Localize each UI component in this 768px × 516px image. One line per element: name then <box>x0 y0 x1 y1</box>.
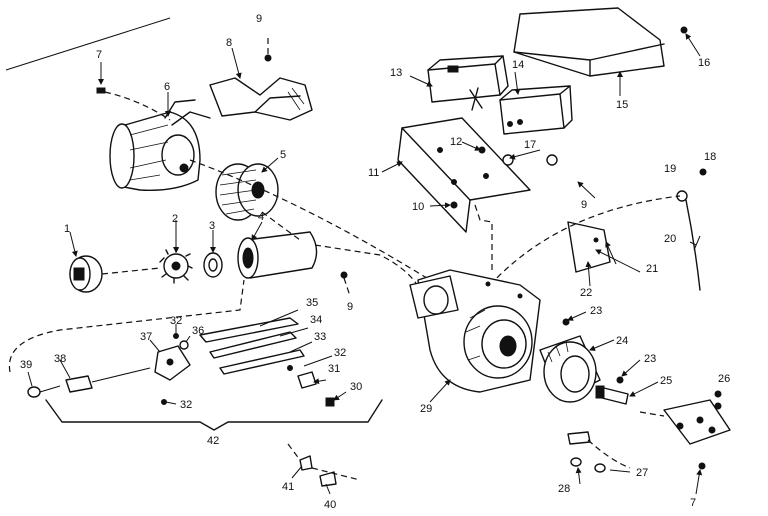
group-bracket-42 <box>45 399 383 431</box>
callout-22: 22 <box>580 287 592 299</box>
callout-32-b: 32 <box>334 347 346 359</box>
callout-4: 4 <box>258 211 264 223</box>
linkage-assembly <box>8 279 335 407</box>
callout-5: 5 <box>280 149 286 161</box>
assembly-lead-motor <box>189 159 431 281</box>
callout-7-top: 7 <box>96 49 102 61</box>
flange-part-24 <box>539 335 601 403</box>
housing-cover-part-8 <box>209 77 313 121</box>
callout-9-right: 9 <box>581 199 587 211</box>
screw-part-10 <box>450 201 458 209</box>
callout-11: 11 <box>368 167 379 179</box>
callout-6: 6 <box>164 81 170 93</box>
fitting-parts-27-28 <box>567 431 631 473</box>
nut-part-17b <box>546 154 558 166</box>
callout-35: 35 <box>306 297 318 309</box>
callout-33: 33 <box>314 331 326 343</box>
cable-part-20 <box>676 190 701 291</box>
callout-26: 26 <box>718 373 730 385</box>
callout-31: 31 <box>328 363 340 375</box>
capacitor-part-4 <box>237 231 421 291</box>
callout-15: 15 <box>616 99 628 111</box>
transformer-part-14 <box>499 85 573 135</box>
callout-19: 19 <box>664 163 676 175</box>
callout-7-bottom: 7 <box>690 497 696 509</box>
callout-10: 10 <box>412 201 424 213</box>
callout-29: 29 <box>420 403 432 415</box>
callout-42: 42 <box>207 435 219 447</box>
nozzle-parts-26 <box>639 390 731 445</box>
relay-part-13 <box>427 55 509 111</box>
screw-part-7-bottom <box>698 462 706 470</box>
screw-part-7-top <box>96 87 171 121</box>
assembly-lead-cable <box>489 195 681 286</box>
callout-32-a: 32 <box>170 315 182 327</box>
callout-9-mid: 9 <box>347 301 353 313</box>
bolt-part-25 <box>595 385 629 405</box>
callout-numbers: 1 2 3 4 5 6 7 8 9 9 9 10 11 12 13 14 15 … <box>20 13 730 511</box>
frame-rule-line <box>5 17 171 71</box>
screw-part-9-top <box>264 38 272 62</box>
assembly-lead-wheel <box>261 211 301 241</box>
screw-part-16 <box>680 26 688 34</box>
nut-part-17 <box>502 154 514 166</box>
washer-part-3 <box>203 252 223 278</box>
callout-41: 41 <box>282 481 294 493</box>
callout-37: 37 <box>140 331 152 343</box>
callout-17: 17 <box>524 139 536 151</box>
screw-part-18 <box>699 168 707 176</box>
callout-32-c: 32 <box>180 399 192 411</box>
callout-39: 39 <box>20 359 32 371</box>
motor-part-6 <box>109 99 211 191</box>
callout-40: 40 <box>324 499 336 511</box>
callout-24: 24 <box>616 335 628 347</box>
callout-23-a: 23 <box>590 305 602 317</box>
callout-25: 25 <box>660 375 672 387</box>
cover-part-15 <box>513 7 665 77</box>
callout-16: 16 <box>698 57 710 69</box>
shield-part-22 <box>567 221 611 273</box>
blower-wheel-part-5 <box>215 163 279 221</box>
coupling-part-1 <box>69 255 161 293</box>
mounting-plate-part-11 <box>397 117 531 270</box>
callout-20: 20 <box>664 233 676 245</box>
callout-2: 2 <box>172 213 178 225</box>
callout-27: 27 <box>636 467 648 479</box>
callout-23-b: 23 <box>644 353 656 365</box>
callout-12: 12 <box>450 136 462 148</box>
callout-36: 36 <box>192 325 204 337</box>
callout-14: 14 <box>512 59 524 71</box>
callout-30: 30 <box>350 381 362 393</box>
fitting-parts-40-41 <box>287 443 361 487</box>
callout-8: 8 <box>226 37 232 49</box>
screw-part-9-mid <box>340 271 351 297</box>
callout-38: 38 <box>54 353 66 365</box>
callout-pointers <box>27 33 703 495</box>
callout-9-top: 9 <box>256 13 262 25</box>
callout-21: 21 <box>646 263 658 275</box>
callout-18: 18 <box>704 151 716 163</box>
callout-28: 28 <box>558 483 570 495</box>
callout-34: 34 <box>310 314 322 326</box>
screw-part-23-b <box>616 376 624 384</box>
pump-gear-part-2 <box>159 247 193 284</box>
callout-1: 1 <box>64 223 70 235</box>
callout-3: 3 <box>209 220 215 232</box>
callout-13: 13 <box>390 67 402 79</box>
burner-housing-part-29 <box>409 269 541 393</box>
